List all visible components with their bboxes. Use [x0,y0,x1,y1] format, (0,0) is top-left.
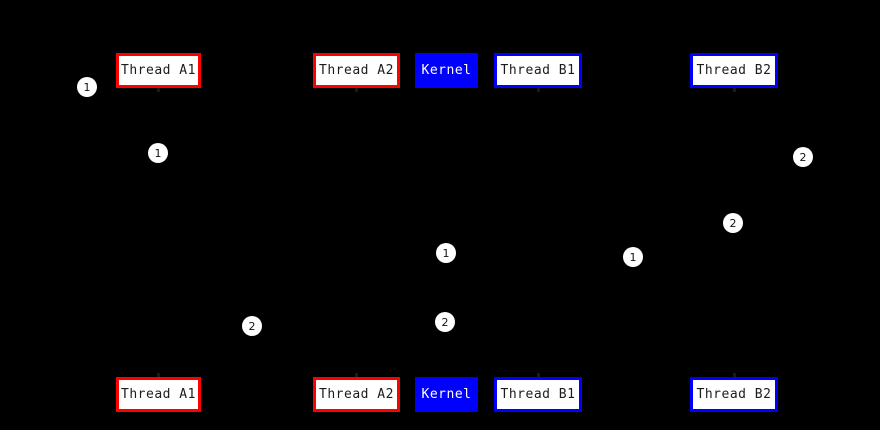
participant-label: Thread A2 [319,387,394,402]
lifeline-stub-b2-top [733,88,736,92]
lifeline-stub-b1-top [537,88,540,92]
participant-box-thread-b1-top[interactable]: Thread B1 [494,53,582,88]
participant-box-thread-a2-top[interactable]: Thread A2 [313,53,400,88]
lifeline-stub-a2-bottom [355,373,358,377]
participant-label: Thread B1 [500,387,576,402]
participant-label: Thread B1 [500,63,576,78]
participant-label: Thread B2 [696,387,772,402]
participant-label: Thread B2 [696,63,772,78]
lifeline-stub-a1-top [157,88,160,92]
message-arrow [538,257,633,258]
lifeline-stub-a1-bottom [157,373,160,377]
message-arrow [356,322,446,323]
lifeline-thread-a2 [356,88,357,377]
participant-box-thread-a2-bottom[interactable]: Thread A2 [313,377,400,412]
participant-box-kernel-bottom[interactable]: Kernel [415,377,478,412]
participant-label: Thread A1 [121,63,196,78]
step-badge: 1 [148,143,168,163]
step-badge: 2 [242,316,262,336]
message-arrow [158,153,356,154]
participant-label: Kernel [421,63,472,78]
step-badge-number: 2 [441,315,449,329]
step-badge-number: 2 [729,216,737,230]
step-badge-number: 2 [248,319,256,333]
participant-box-thread-b2-top[interactable]: Thread B2 [690,53,778,88]
message-arrow [538,223,734,224]
participant-label: Thread A2 [319,63,394,78]
participant-label: Kernel [421,387,472,402]
lifeline-stub-b1-bottom [537,373,540,377]
lifeline-thread-b1 [538,88,539,377]
step-badge: 1 [623,247,643,267]
lifeline-kernel [446,88,447,377]
step-badge: 1 [77,77,97,97]
participant-box-thread-b1-bottom[interactable]: Thread B1 [494,377,582,412]
step-badge-number: 2 [799,150,807,164]
participant-box-thread-a1-bottom[interactable]: Thread A1 [116,377,201,412]
lifeline-thread-a1 [158,88,159,377]
step-badge-number: 1 [442,246,450,260]
message-arrow [734,157,803,158]
lifeline-stub-b2-bottom [733,373,736,377]
participant-label: Thread A1 [121,387,196,402]
step-badge-number: 1 [83,80,91,94]
message-arrow [446,253,538,254]
step-badge-number: 1 [154,146,162,160]
lifeline-stub-a2-top [355,88,358,92]
participant-box-kernel-top[interactable]: Kernel [415,53,478,88]
step-badge: 2 [793,147,813,167]
step-badge: 1 [436,243,456,263]
step-badge-number: 1 [629,250,637,264]
participant-box-thread-a1-top[interactable]: Thread A1 [116,53,201,88]
participant-box-thread-b2-bottom[interactable]: Thread B2 [690,377,778,412]
step-badge: 2 [723,213,743,233]
step-badge: 2 [435,312,455,332]
